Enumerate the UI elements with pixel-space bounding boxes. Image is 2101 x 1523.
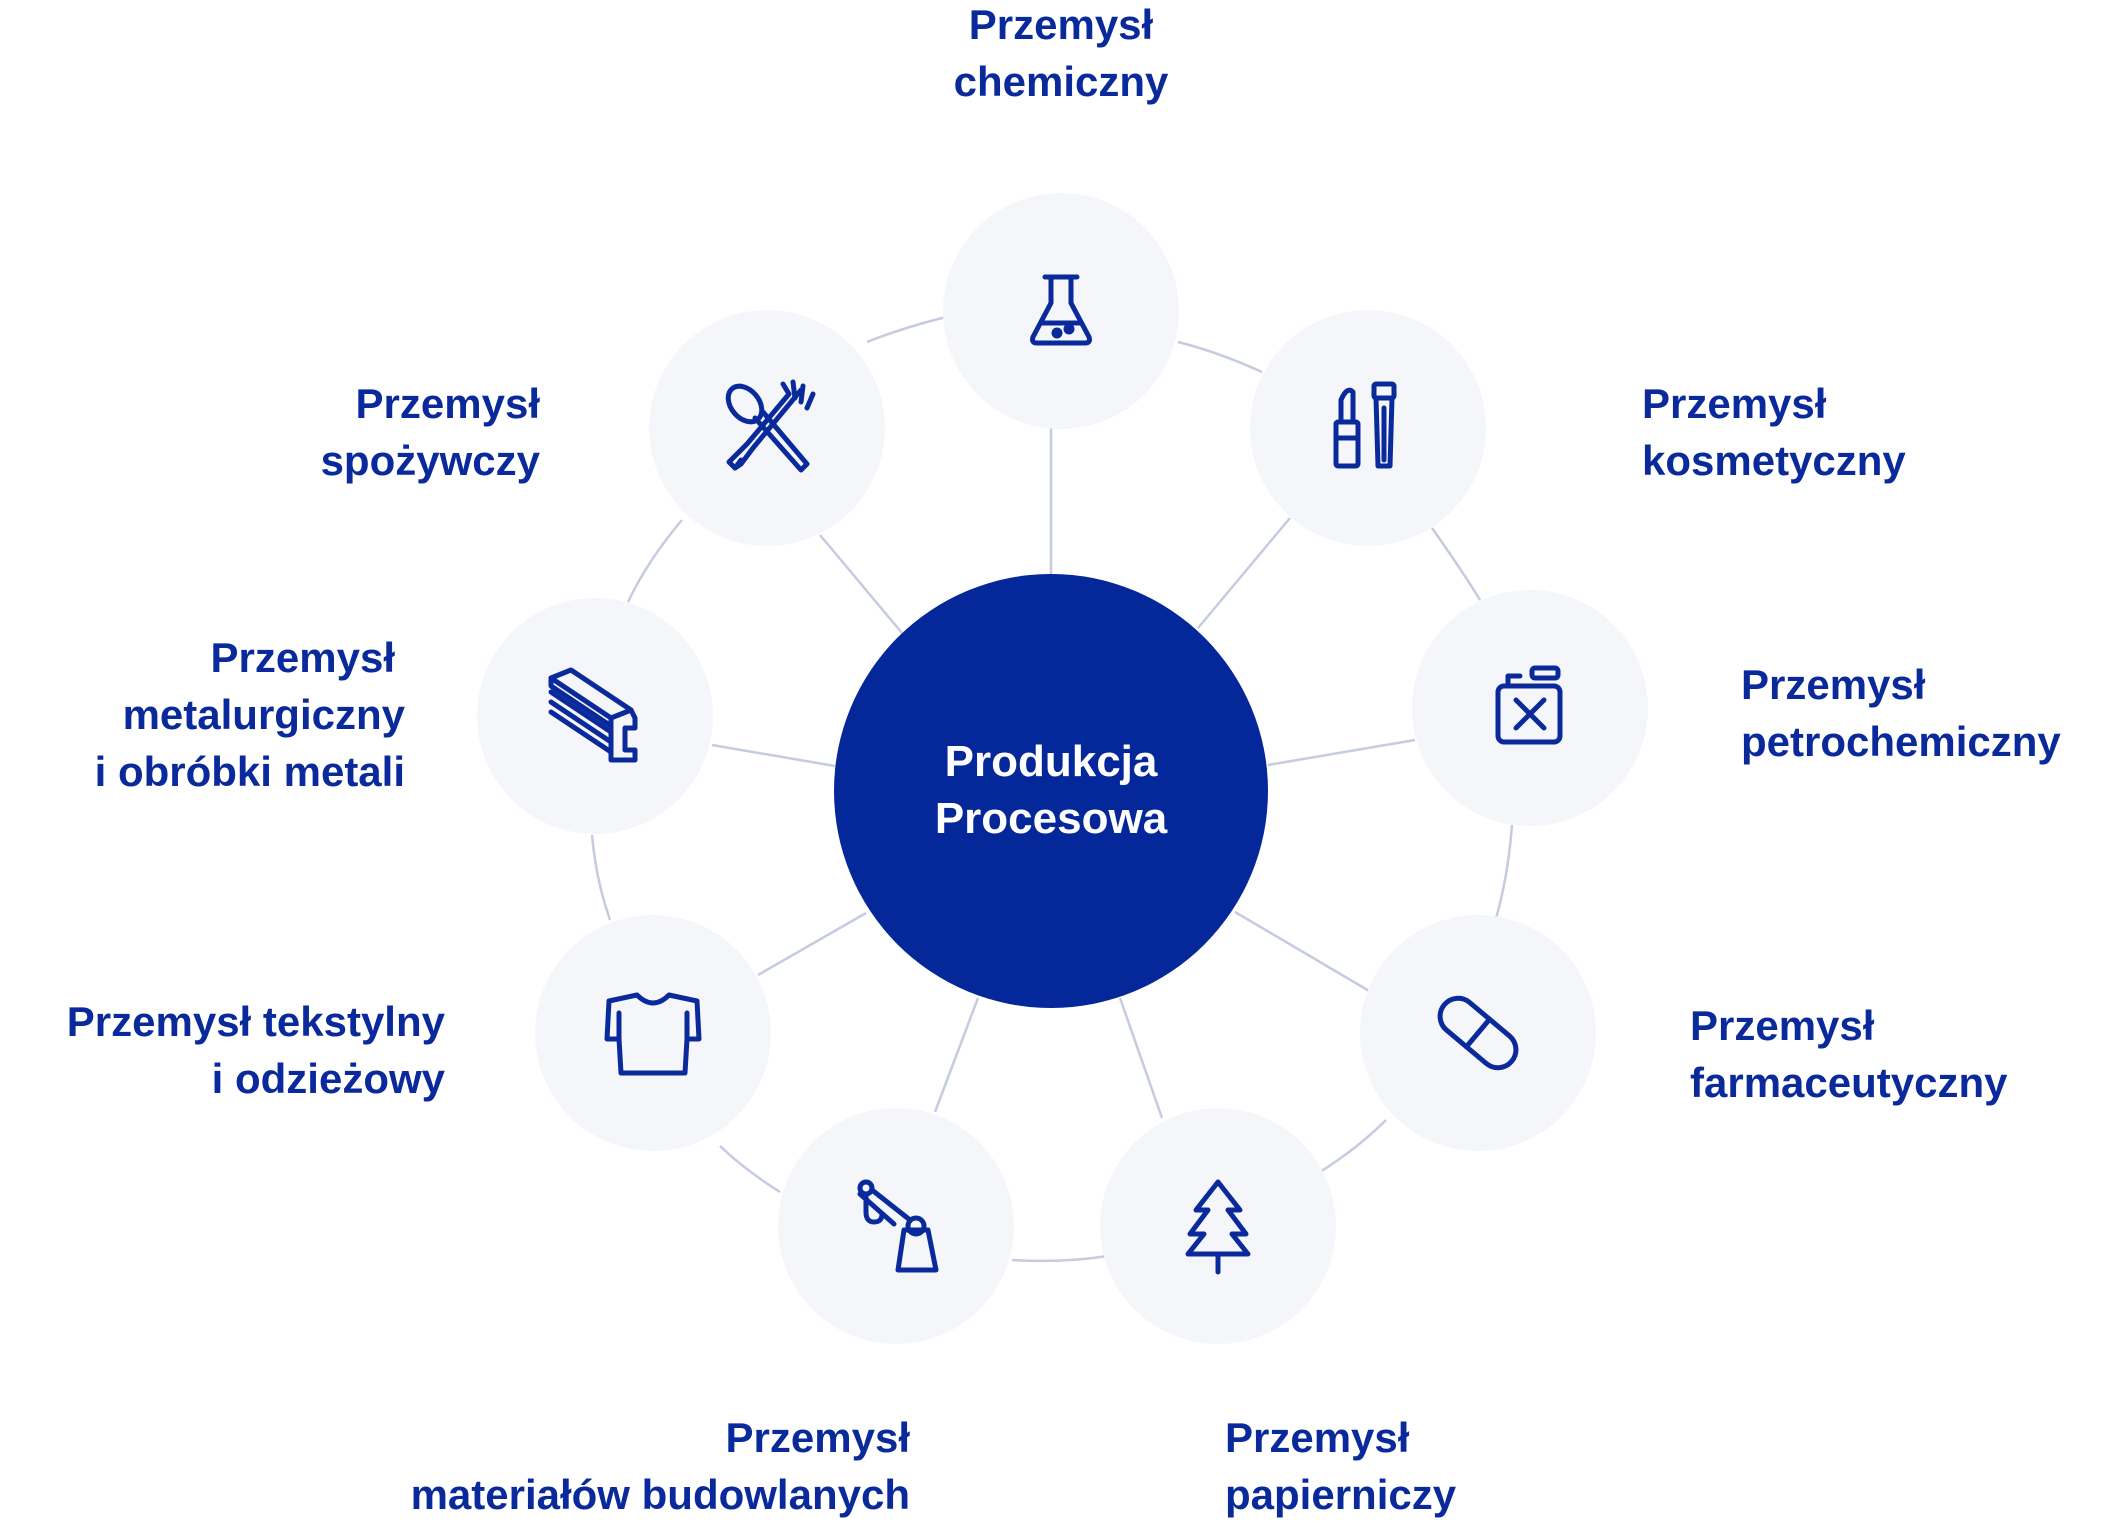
label-chemiczny: Przemysł chemiczny bbox=[953, 1, 1169, 105]
node-circle-tekstylny bbox=[535, 915, 771, 1151]
spoke-kosmetyczny bbox=[1197, 517, 1291, 629]
outer-ring bbox=[590, 313, 1514, 1263]
ring-arc bbox=[1011, 1254, 1109, 1263]
ring-arc bbox=[1493, 824, 1514, 923]
spoke-metalurgiczny bbox=[711, 743, 836, 768]
crane-icon bbox=[857, 1179, 939, 1273]
label-farmaceutyczny: Przemysł farmaceutyczny bbox=[1690, 1002, 2008, 1106]
lipstick-brush-icon bbox=[1333, 381, 1397, 469]
ring-arc bbox=[1177, 340, 1263, 374]
ring-arc bbox=[1430, 527, 1482, 601]
hub-label-line1: Produkcja bbox=[944, 737, 1158, 786]
node-circle-kosmetyczny bbox=[1250, 310, 1486, 546]
spoke-tekstylny bbox=[757, 911, 867, 977]
spoon-fork-icon bbox=[725, 379, 816, 473]
flask-icon bbox=[1030, 274, 1092, 346]
ring-arc bbox=[1319, 1119, 1387, 1174]
spoke-papierniczy bbox=[1118, 997, 1164, 1119]
node-circles bbox=[477, 193, 1648, 1344]
label-petrochemiczny: Przemysł petrochemiczny bbox=[1741, 661, 2061, 765]
ring-arc bbox=[866, 313, 956, 344]
node-circle-petrochemiczny bbox=[1412, 590, 1648, 826]
label-spozywczy: Przemysł spożywczy bbox=[320, 380, 540, 484]
shirt-icon bbox=[604, 992, 702, 1076]
label-tekstylny: Przemysł tekstylny i odzieżowy bbox=[66, 998, 445, 1102]
ring-arc bbox=[626, 519, 683, 603]
label-papierniczy: Przemysł papierniczy bbox=[1225, 1414, 1457, 1518]
hub-label-line2: Procesowa bbox=[934, 794, 1168, 843]
node-circle-papierniczy bbox=[1100, 1108, 1336, 1344]
label-kosmetyczny: Przemysł kosmetyczny bbox=[1642, 380, 1906, 484]
spoke-farmaceutyczny bbox=[1234, 910, 1377, 997]
pill-icon bbox=[1437, 995, 1519, 1071]
node-circle-materialow bbox=[778, 1108, 1014, 1344]
jerrycan-icon bbox=[1495, 665, 1563, 745]
node-circle-chemiczny bbox=[943, 193, 1179, 429]
ring-arc bbox=[719, 1145, 781, 1194]
spokes bbox=[711, 428, 1416, 1119]
hub-circle bbox=[834, 574, 1268, 1008]
spoke-spozywczy bbox=[819, 534, 903, 634]
spoke-materialow bbox=[933, 997, 980, 1113]
steel-beam-icon bbox=[548, 667, 638, 763]
spoke-petrochemiczny bbox=[1267, 738, 1416, 767]
hub-label: Produkcja Procesowa bbox=[851, 733, 1251, 847]
label-materialow: Przemysł materiałów budowlanych bbox=[410, 1414, 910, 1518]
tree-icon bbox=[1185, 1179, 1251, 1275]
label-metalurgiczny: Przemysł metalurgiczny i obróbki metali bbox=[94, 634, 405, 795]
ring-arc bbox=[590, 834, 612, 921]
